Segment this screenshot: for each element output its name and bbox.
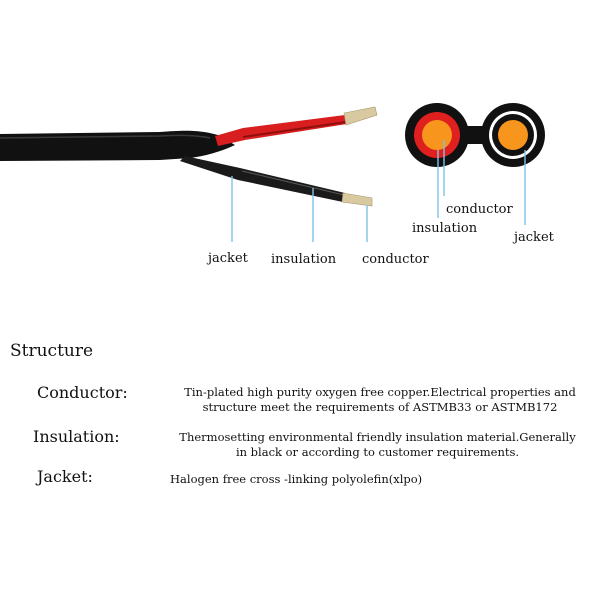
lower-conductor-strands (341, 192, 373, 207)
row-label-insulation: Insulation: (33, 427, 120, 446)
label-jacket-right: jacket (512, 230, 555, 245)
row-text-insulation-line1: Thermosetting environmental friendly ins… (179, 430, 576, 444)
row-label-jacket: Jacket: (37, 467, 93, 486)
label-conductor-right: conductor (446, 202, 514, 217)
row-text-jacket: Halogen free cross -linking polyolefin(x… (170, 472, 550, 487)
label-conductor-left: conductor (362, 252, 430, 267)
cable-structure-diagram: jacket insulation conductor conductor in… (0, 103, 555, 267)
red-core-shade (242, 121, 347, 138)
row-label-conductor: Conductor: (37, 383, 128, 402)
row-text-jacket-line1: Halogen free cross -linking polyolefin(x… (170, 472, 423, 486)
row-text-conductor: Tin-plated high purity oxygen free coppe… (160, 385, 600, 415)
black-core-highlight (241, 170, 345, 196)
jacket-cross-section-bridge (455, 126, 495, 144)
upper-conductor-strands (343, 106, 378, 126)
structure-title: Structure (10, 341, 94, 361)
black-insulated-core (180, 156, 345, 202)
row-text-insulation: Thermosetting environmental friendly ins… (155, 430, 600, 460)
conductor-cross-section-right (498, 120, 528, 150)
label-jacket-left: jacket (206, 251, 249, 266)
conductor-cross-section-left (422, 120, 452, 150)
label-insulation-right: insulation (412, 221, 478, 236)
row-text-conductor-line1: Tin-plated high purity oxygen free coppe… (184, 385, 576, 399)
row-text-conductor-line2: structure meet the requirements of ASTMB… (202, 400, 558, 414)
jacket-highlight (0, 134, 211, 139)
row-text-insulation-line2: in black or according to customer requir… (235, 445, 520, 459)
cable-jacket-side (0, 130, 235, 161)
label-insulation-left: insulation (271, 252, 337, 267)
